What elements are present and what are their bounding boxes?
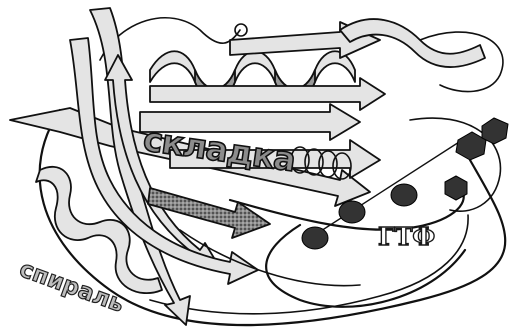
ring-hexagon-3 xyxy=(482,118,508,144)
label-helix: спираль xyxy=(16,256,127,318)
phosphate-ball-2 xyxy=(339,201,365,223)
label-ligand: ГТФ xyxy=(378,222,435,251)
phosphate-ball-3 xyxy=(391,184,417,206)
phosphate-ball-1 xyxy=(302,227,328,249)
